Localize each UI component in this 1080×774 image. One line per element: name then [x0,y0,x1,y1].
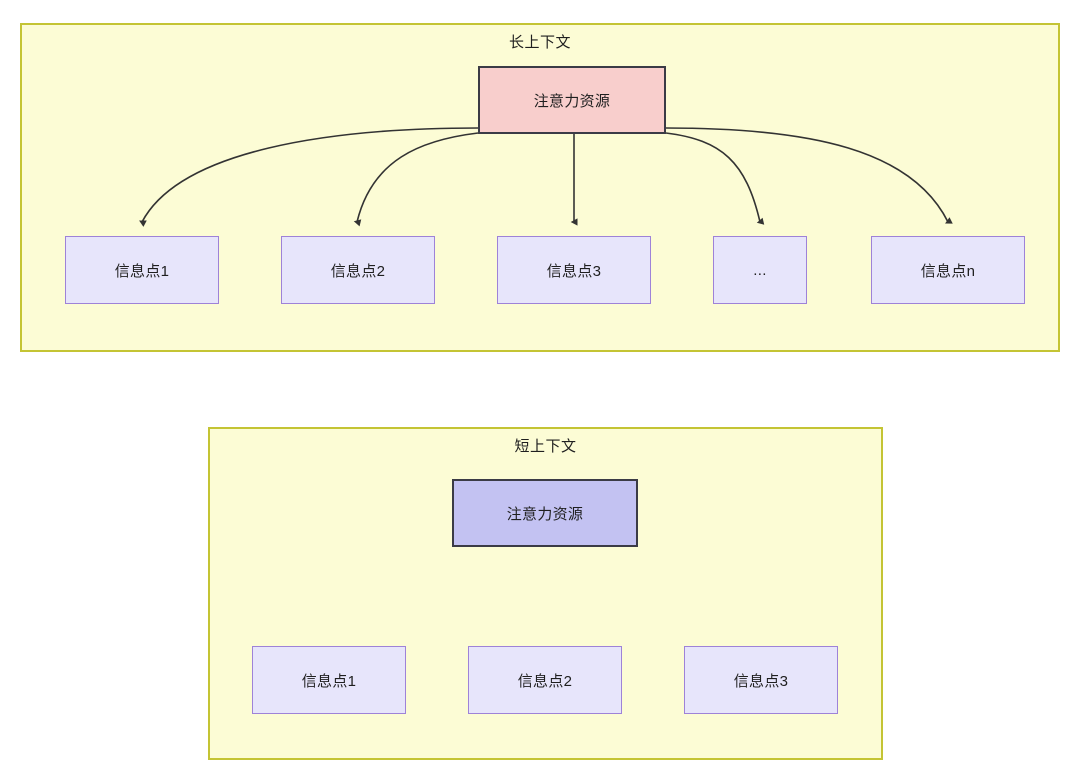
node-info-point-1-short[interactable]: 信息点1 [252,646,406,714]
node-info-point-3-short[interactable]: 信息点3 [684,646,838,714]
node-label: ... [753,261,767,279]
node-info-point-n-long[interactable]: 信息点n [871,236,1025,304]
node-info-point-ellipsis-long[interactable]: ... [713,236,807,304]
group-short-context-title: 短上下文 [514,438,577,455]
node-label: 信息点3 [733,672,789,690]
node-attention-resource-long[interactable]: 注意力资源 [478,66,666,134]
node-label: 信息点2 [517,672,573,690]
group-long-context-title: 长上下文 [508,34,571,51]
node-label: 注意力资源 [506,505,584,523]
node-info-point-3-long[interactable]: 信息点3 [497,236,651,304]
edge-long-2 [353,132,479,227]
node-info-point-2-long[interactable]: 信息点2 [281,236,435,304]
node-label: 注意力资源 [533,92,611,110]
node-label: 信息点3 [546,262,602,280]
node-label: 信息点1 [114,262,170,280]
node-label: 信息点n [920,262,976,280]
node-attention-resource-short[interactable]: 注意力资源 [452,479,638,547]
node-info-point-2-short[interactable]: 信息点2 [468,646,622,714]
edge-long-5 [665,127,953,224]
edge-long-1 [139,127,479,227]
edge-long-4 [665,132,765,225]
node-info-point-1-long[interactable]: 信息点1 [65,236,219,304]
node-label: 信息点2 [330,262,386,280]
node-label: 信息点1 [301,672,357,690]
